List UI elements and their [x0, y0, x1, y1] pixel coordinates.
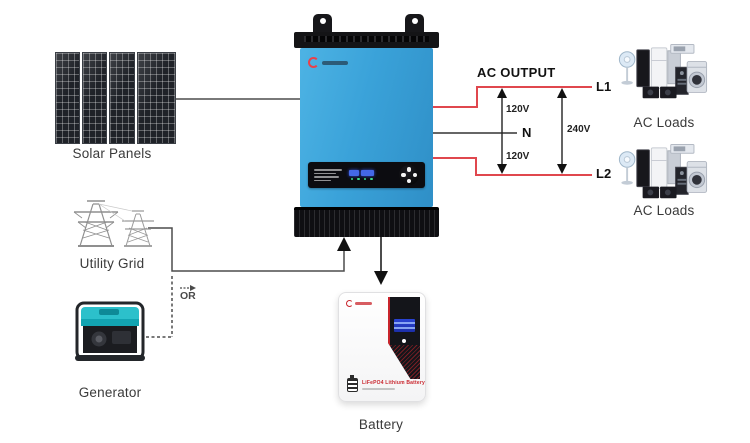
- power-line: [98, 203, 133, 222]
- battery-hatch-pattern: [388, 344, 420, 379]
- brand-logo-icon: [308, 57, 348, 68]
- inverter-body: [300, 48, 433, 207]
- ac-loads-appliances-icon: [618, 44, 708, 99]
- inverter-unit: [294, 14, 439, 237]
- solar-panel: [55, 52, 80, 144]
- grid-to-inverter-wire: [148, 227, 345, 272]
- battery-display-panel: [388, 297, 420, 379]
- or-arrow-right-icon: [190, 285, 196, 291]
- arrow-down-icon: [497, 164, 507, 174]
- battery-cell-icon: [347, 375, 358, 392]
- inverter-bottom-vent: [294, 207, 439, 237]
- fridge-icon: [650, 147, 668, 190]
- arrow-up-icon: [557, 88, 567, 98]
- ac-loads-bottom-label: AC Loads: [633, 203, 695, 218]
- l1-wire: [433, 86, 592, 108]
- arrow-up-icon: [337, 237, 351, 251]
- voltage-240v-label: 240V: [567, 124, 591, 135]
- solar-panels-icon: [55, 52, 176, 144]
- utility-grid-label: Utility Grid: [79, 256, 145, 271]
- or-label: OR: [180, 290, 196, 302]
- battery-unit: LiFePO4 Lithium Battery: [338, 292, 426, 402]
- battery-button-icon: [402, 339, 406, 343]
- solar-panels-label: Solar Panels: [72, 146, 152, 161]
- control-buttons-icon: [399, 165, 419, 185]
- ac-loads-top-label: AC Loads: [633, 115, 695, 130]
- l1-label: L1: [596, 79, 612, 94]
- tv-icon: [636, 149, 650, 188]
- voltage-120v-top-label: 120V: [506, 104, 530, 115]
- battery-product-row: LiFePO4 Lithium Battery: [347, 375, 425, 392]
- tv-icon: [636, 49, 650, 88]
- solar-panel: [137, 52, 176, 144]
- lcd-screen-icon: [349, 169, 374, 181]
- solar-panel: [82, 52, 107, 144]
- panel-text-icon: [314, 169, 342, 181]
- l2-label: L2: [596, 166, 612, 181]
- inverter-top-vent: [294, 32, 439, 48]
- fridge-icon: [650, 47, 668, 90]
- mounting-bracket-icon: [405, 14, 424, 35]
- inverter-display-panel: [308, 162, 425, 188]
- battery-product-text: LiFePO4 Lithium Battery: [362, 380, 425, 386]
- solar-panel: [109, 52, 135, 144]
- arrow-down-icon: [557, 164, 567, 174]
- arrow-up-icon: [497, 88, 507, 98]
- arrow-down-icon: [374, 271, 388, 285]
- ac-output-title: AC OUTPUT: [477, 65, 556, 80]
- mounting-bracket-icon: [313, 14, 332, 35]
- battery-lcd-icon: [394, 319, 415, 332]
- battery-label: Battery: [358, 417, 404, 432]
- voltage-120v-bottom-label: 120V: [506, 151, 530, 162]
- generator-icon: [75, 301, 145, 361]
- ac-loads-appliances-icon: [618, 144, 708, 199]
- battery-brand-logo-icon: [346, 300, 372, 307]
- battery-subtext-bar: [362, 388, 395, 390]
- n-label: N: [522, 125, 532, 140]
- utility-grid-icon: [73, 200, 154, 247]
- generator-label: Generator: [78, 385, 142, 400]
- l2-wire: [433, 157, 592, 176]
